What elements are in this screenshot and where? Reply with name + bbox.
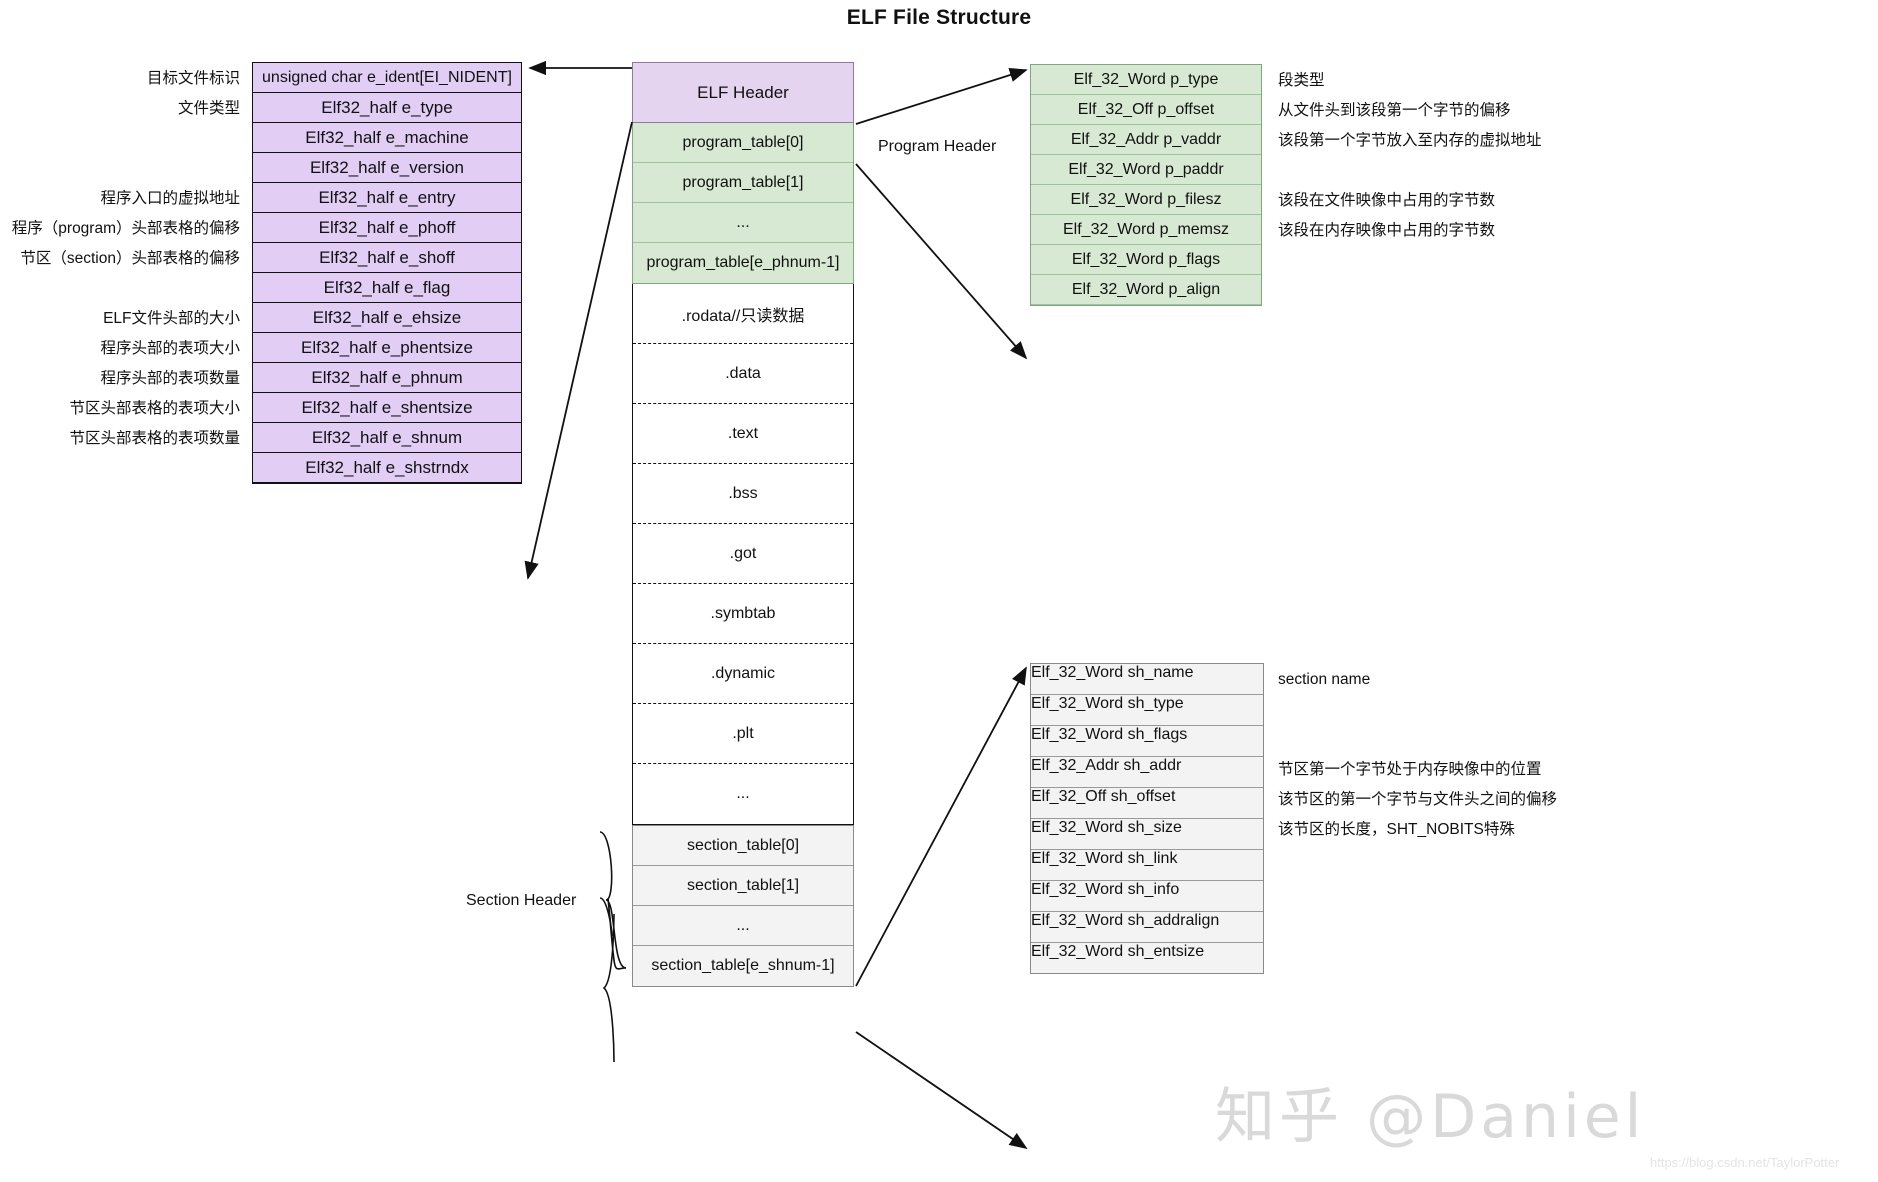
arrow-sectiontable1-to-sht (855, 1031, 1028, 1150)
elf-header-field-row-5: Elf32_half e_phoff (253, 213, 521, 243)
elf-header-field-table: unsigned char e_ident[EI_NIDENT]Elf32_ha… (252, 62, 522, 484)
section-header-field-row-9: Elf_32_Word sh_entsize (1031, 943, 1263, 973)
section-row-0: .rodata//只读数据 (633, 284, 853, 344)
program-header-annotation-2: 该段第一个字节放入至内存的虚拟地址 (1278, 132, 1542, 149)
section-header-annotation-3: 节区第一个字节处于内存映像中的位置 (1278, 761, 1542, 778)
program-header-label: Program Header (878, 138, 997, 155)
arrow-programtable0-to-pht (855, 68, 1028, 125)
elf-header-annotation-11: 节区头部表格的表项大小 (69, 400, 240, 417)
section-header-field-row-5: Elf_32_Word sh_size (1031, 819, 1263, 850)
section-header-field-row-0: Elf_32_Word sh_name (1031, 664, 1263, 695)
elf-header-annotation-1: 文件类型 (177, 100, 240, 117)
program-header-field-row-1: Elf_32_Off p_offset (1031, 95, 1261, 125)
program-header-annotation-5: 该段在内存映像中占用的字节数 (1278, 222, 1496, 239)
elf-header-field-row-9: Elf32_half e_phentsize (253, 333, 521, 363)
program-table-row-1: program_table[1] (633, 163, 853, 203)
section-table-row-1: section_table[1] (633, 866, 853, 906)
program-table-row-2: ... (633, 203, 853, 243)
section-row-8: ... (633, 764, 853, 824)
elf-header-annotation-10: 程序头部的表项数量 (100, 370, 240, 387)
elf-header-field-row-3: Elf32_half e_version (253, 153, 521, 183)
section-row-6: .dynamic (633, 644, 853, 704)
watermark-text: 知乎 @Daniel (1215, 1082, 1646, 1152)
elf-header-field-row-8: Elf32_half e_ehsize (253, 303, 521, 333)
section-row-5: .symbtab (633, 584, 853, 644)
file-section-table-block: section_table[0]section_table[1]...secti… (632, 825, 854, 987)
elf-header-field-row-13: Elf32_half e_shstrndx (253, 453, 521, 483)
section-header-field-row-7: Elf_32_Word sh_info (1031, 881, 1263, 912)
program-header-annotation-0: 段类型 (1278, 72, 1325, 89)
program-header-field-row-7: Elf_32_Word p_align (1031, 275, 1261, 305)
arrow-programtable1-to-pht (855, 163, 1028, 360)
elf-header-field-row-7: Elf32_half e_flag (253, 273, 521, 303)
program-header-field-row-3: Elf_32_Word p_paddr (1031, 155, 1261, 185)
elf-header-field-row-10: Elf32_half e_phnum (253, 363, 521, 393)
program-header-field-row-4: Elf_32_Word p_filesz (1031, 185, 1261, 215)
file-elf-header-block: ELF Header (632, 62, 854, 123)
program-header-field-row-0: Elf_32_Word p_type (1031, 65, 1261, 95)
program-header-field-row-6: Elf_32_Word p_flags (1031, 245, 1261, 275)
section-header-field-row-8: Elf_32_Word sh_addralign (1031, 912, 1263, 943)
elf-header-annotation-5: 程序（program）头部表格的偏移 (11, 220, 240, 237)
section-header-brace (599, 831, 627, 970)
program-header-field-row-2: Elf_32_Addr p_vaddr (1031, 125, 1261, 155)
elf-header-field-row-1: Elf32_half e_type (253, 93, 521, 123)
section-row-4: .got (633, 524, 853, 584)
arrow-sectiontable0-to-sht (855, 666, 1027, 987)
section-table-row-2: ... (633, 906, 853, 946)
section-header-annotation-4: 该节区的第一个字节与文件头之间的偏移 (1278, 791, 1558, 808)
page-title: ELF File Structure (846, 6, 1032, 29)
section-row-3: .bss (633, 464, 853, 524)
section-header-field-row-3: Elf_32_Addr sh_addr (1031, 757, 1263, 788)
elf-header-field-row-0: unsigned char e_ident[EI_NIDENT] (253, 63, 521, 93)
file-sections-block: .rodata//只读数据.data.text.bss.got.symbtab.… (632, 284, 854, 825)
elf-header-annotation-8: ELF文件头部的大小 (103, 310, 240, 327)
elf-header-annotation-4: 程序入口的虚拟地址 (100, 190, 240, 207)
section-table-row-0: section_table[0] (633, 826, 853, 866)
section-header-label: Section Header (466, 892, 577, 909)
elf-header-annotation-9: 程序头部的表项大小 (100, 340, 240, 357)
section-row-2: .text (633, 404, 853, 464)
program-header-field-row-5: Elf_32_Word p_memsz (1031, 215, 1261, 245)
section-row-7: .plt (633, 704, 853, 764)
section-header-field-row-6: Elf_32_Word sh_link (1031, 850, 1263, 881)
watermark-url: https://blog.csdn.net/TaylorPotter (1650, 1155, 1840, 1170)
program-header-annotation-1: 从文件头到该段第一个字节的偏移 (1278, 102, 1511, 119)
elf-header-field-row-11: Elf32_half e_shentsize (253, 393, 521, 423)
program-table-row-0: program_table[0] (633, 123, 853, 163)
section-header-field-row-2: Elf_32_Word sh_flags (1031, 726, 1263, 757)
program-header-annotation-4: 该段在文件映像中占用的字节数 (1278, 192, 1496, 209)
section-header-brace-2 (602, 913, 615, 1063)
section-row-1: .data (633, 344, 853, 404)
elf-header-field-row-4: Elf32_half e_entry (253, 183, 521, 213)
elf-header-field-row-12: Elf32_half e_shnum (253, 423, 521, 453)
section-header-field-row-1: Elf_32_Word sh_type (1031, 695, 1263, 726)
program-table-row-3: program_table[e_phnum-1] (633, 243, 853, 283)
elf-header-annotation-12: 节区头部表格的表项数量 (69, 430, 240, 447)
section-table-row-3: section_table[e_shnum-1] (633, 946, 853, 986)
elf-header-annotation-0: 目标文件标识 (146, 70, 240, 87)
section-header-annotation-0: section name (1278, 671, 1371, 688)
arrow-elfheader-to-table-bottom (524, 121, 633, 580)
section-header-annotation-5: 该节区的长度，SHT_NOBITS特殊 (1278, 821, 1515, 838)
section-header-field-row-4: Elf_32_Off sh_offset (1031, 788, 1263, 819)
elf-file-layout-column: ELF Header program_table[0]program_table… (632, 62, 854, 987)
elf-header-annotation-6: 节区（section）头部表格的偏移 (20, 250, 240, 267)
elf-header-field-row-2: Elf32_half e_machine (253, 123, 521, 153)
file-program-table-block: program_table[0]program_table[1]...progr… (632, 123, 854, 284)
elf-header-field-row-6: Elf32_half e_shoff (253, 243, 521, 273)
